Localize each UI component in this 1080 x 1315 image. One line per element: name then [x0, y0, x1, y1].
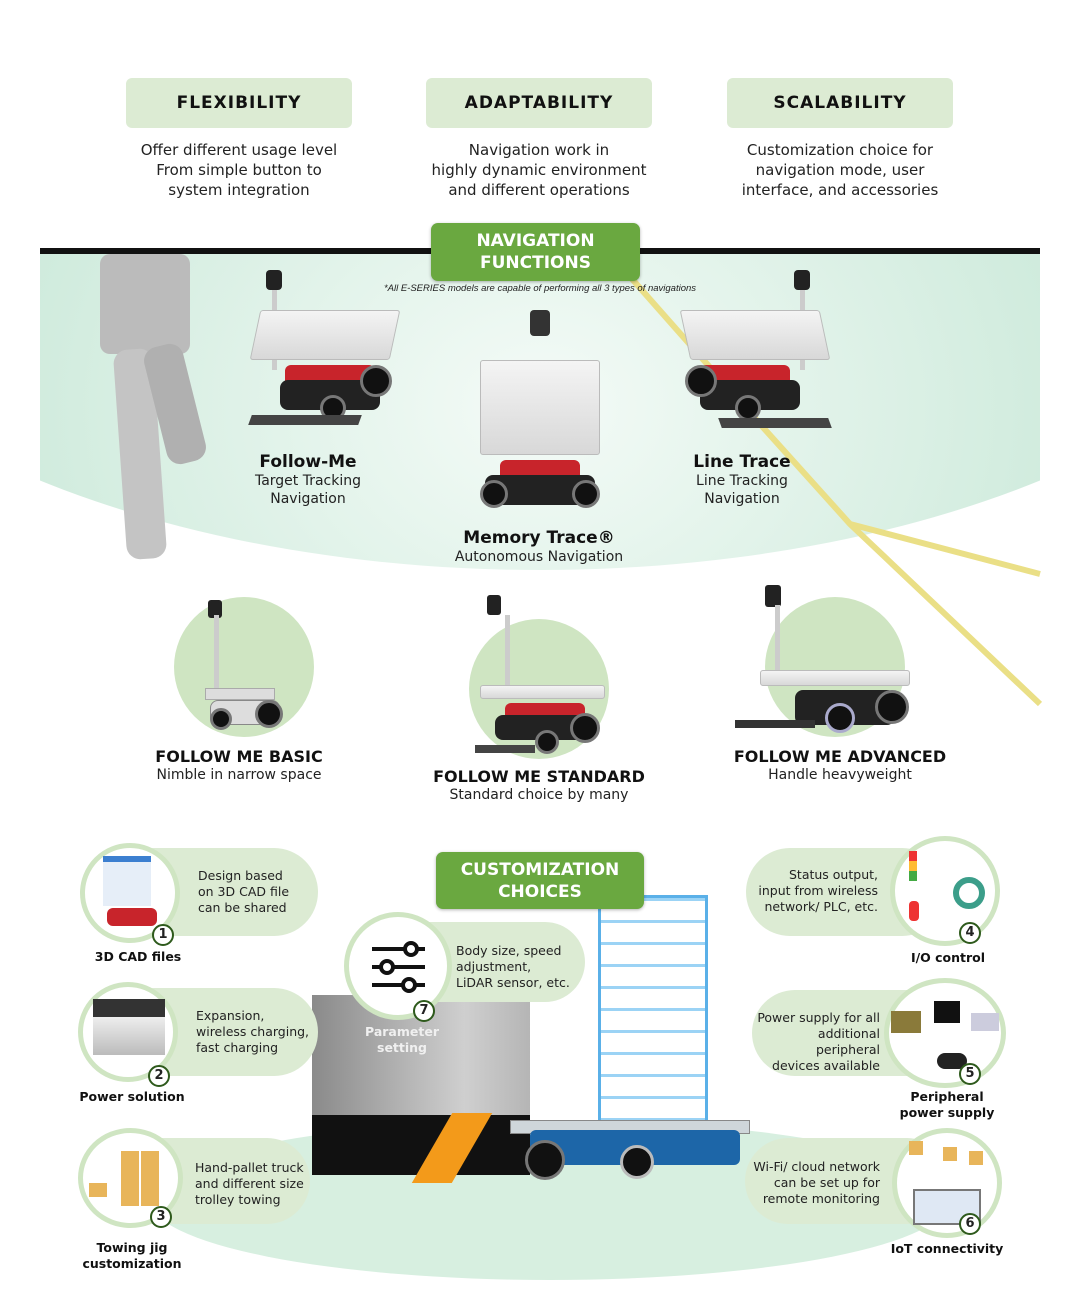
item-number-badge: 2 [148, 1065, 170, 1087]
io-control-image [890, 836, 1000, 946]
navigation-note: *All E-SERIES models are capable of perf… [383, 283, 697, 294]
item-label-parameter-setting: Parameter setting [365, 1024, 439, 1055]
item-desc: Hand-pallet truck and different size tro… [195, 1160, 304, 1207]
feature-adaptability-desc: Navigation work in highly dynamic enviro… [431, 141, 647, 199]
item-number-badge: 4 [959, 922, 981, 944]
item-desc: Wi-Fi/ cloud network can be set up for r… [753, 1159, 880, 1206]
item-number-badge: 3 [150, 1206, 172, 1228]
sliders-icon [372, 941, 425, 993]
feature-scalability-title: SCALABILITY [727, 78, 953, 128]
peripheral-image [884, 978, 1006, 1088]
3d-cad-image [80, 843, 180, 943]
nav-mode-desc: Autonomous Navigation [454, 549, 624, 565]
nav-mode-name: Follow-Me [259, 452, 357, 472]
item-desc: Status output, input from wireless netwo… [758, 867, 878, 914]
item-label-peripheral-power: Peripheral power supply [899, 1089, 995, 1120]
follow-me-standard-image [475, 595, 605, 760]
pallet-box-image [312, 995, 530, 1183]
model-desc: Standard choice by many [449, 787, 629, 803]
item-number-badge: 6 [959, 1213, 981, 1235]
parameter-image [344, 912, 452, 1020]
nav-mode-memory-trace: Memory Trace®Autonomous Navigation [419, 528, 659, 566]
nav-mode-desc: Line Tracking Navigation [696, 473, 788, 507]
item-label-iot-connectivity: IoT connectivity [890, 1241, 1004, 1256]
nav-mode-name: Line Trace [693, 452, 791, 472]
item-desc: Body size, speed adjustment, LiDAR senso… [456, 943, 570, 990]
item-desc: Power supply for all additional peripher… [757, 1010, 880, 1073]
item-desc: Expansion, wireless charging, fast charg… [196, 1008, 310, 1055]
item-desc: Design based on 3D CAD file can be share… [198, 868, 290, 915]
feature-flexibility-desc: Offer different usage level From simple … [140, 141, 338, 199]
model-desc: Nimble in narrow space [156, 767, 322, 783]
blue-shelf-cart-image [510, 885, 790, 1180]
model-name: FOLLOW ME ADVANCED [733, 747, 947, 766]
iot-image [892, 1128, 1002, 1238]
item-label-3d-cad: 3D CAD files [94, 949, 182, 964]
nav-mode-name: Memory Trace® [463, 528, 615, 548]
navigation-functions-title: NAVIGATION FUNCTIONS [431, 223, 640, 281]
follow-me-basic-image [200, 600, 290, 735]
model-name: FOLLOW ME STANDARD [433, 767, 645, 786]
feature-scalability-desc: Customization choice for navigation mode… [741, 141, 939, 199]
battery-image [78, 982, 178, 1082]
follow-me-robot-image [248, 270, 401, 440]
item-number-badge: 5 [959, 1063, 981, 1085]
item-label-towing-jig: Towing jig customization [82, 1240, 182, 1271]
memory-trace-robot-image [470, 310, 610, 520]
nav-mode-desc: Target Tracking Navigation [254, 473, 362, 507]
feature-flexibility-title: FLEXIBILITY [126, 78, 352, 128]
item-label-io-control: I/O control [910, 950, 986, 965]
customization-choices-title: CUSTOMIZATION CHOICES [436, 852, 644, 909]
item-label-power-solution: Power solution [79, 1089, 185, 1104]
model-desc: Handle heavyweight [768, 767, 912, 783]
item-number-badge: 7 [413, 1000, 435, 1022]
line-trace-robot-image [679, 270, 832, 440]
follow-me-advanced-image [735, 585, 915, 740]
model-name: FOLLOW ME BASIC [155, 747, 323, 766]
item-number-badge: 1 [152, 924, 174, 946]
feature-adaptability-title: ADAPTABILITY [426, 78, 652, 128]
walking-person-image [95, 254, 235, 564]
